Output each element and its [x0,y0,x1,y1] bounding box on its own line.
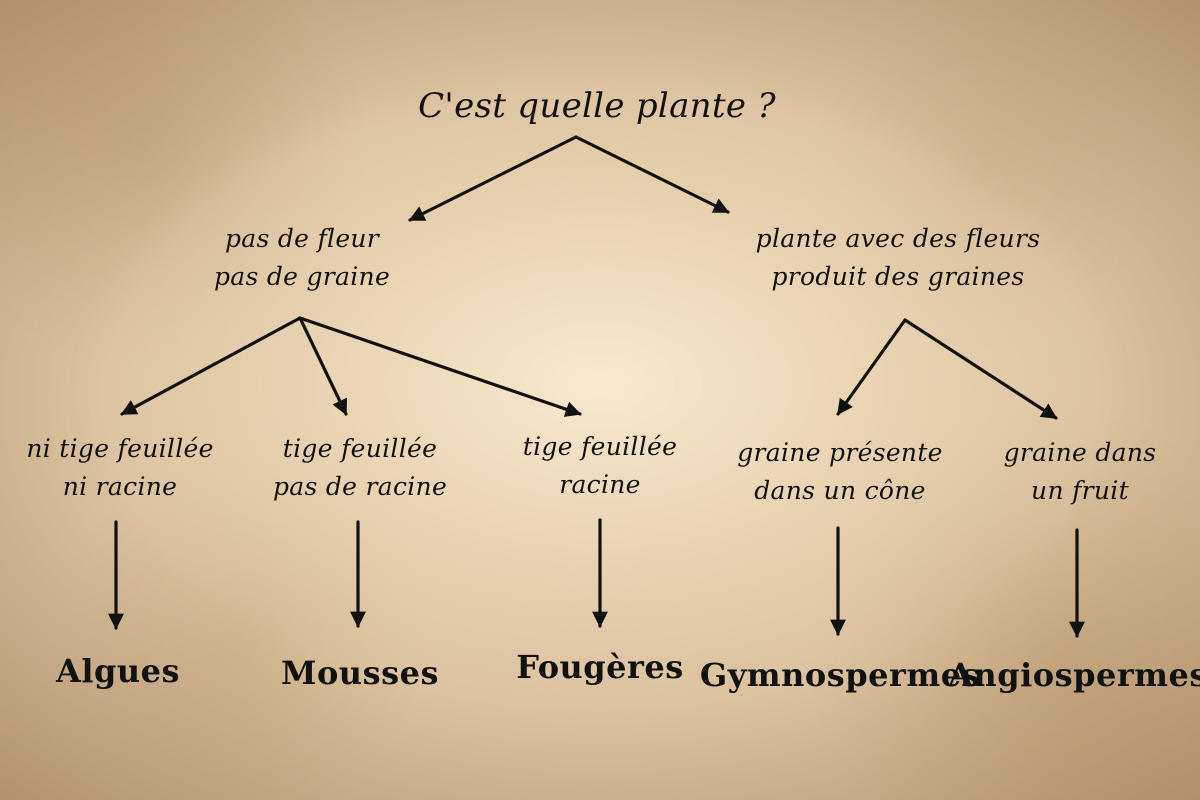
result-gymnospermes-text: Gymnospermes [699,656,981,694]
branch-no-flower-line2: pas de graine [213,262,391,291]
condition-moss: tige feuillée pas de racine [273,430,447,506]
condition-algae-line2: ni racine [62,472,178,501]
condition-gymno-line1: graine présente [737,438,943,467]
result-algues-text: Algues [56,652,180,690]
result-algues: Algues [56,650,180,692]
diagram-title-text: C'est quelle plante ? [418,86,776,126]
arrow-no-flower-to-moss-condition [298,316,348,416]
condition-algae: ni tige feuillée ni racine [26,430,213,506]
result-fougeres: Fougères [516,646,684,688]
condition-moss-line2: pas de racine [272,472,448,501]
branch-flower-line2: produit des graines [771,262,1025,291]
result-mousses-text: Mousses [281,654,439,692]
condition-algae-line1: ni tige feuillée [26,434,214,463]
result-angiospermes-text: Angiospermes [948,656,1200,694]
branch-flower-line1: plante avec des fleurs [755,224,1041,253]
diagram-title: C'est quelle plante ? [418,84,776,128]
condition-angio-line1: graine dans [1003,438,1157,467]
branch-flower: plante avec des fleurs produit des grain… [756,220,1041,296]
result-gymnospermes: Gymnospermes [700,654,980,696]
arrow-flower-to-gymno-condition [836,318,907,416]
condition-fern: tige feuillée racine [523,428,677,504]
result-angiospermes: Angiospermes [948,654,1200,696]
condition-gymno-line2: dans un cône [754,476,926,505]
condition-gymno: graine présente dans un cône [737,434,943,510]
condition-angio-line2: un fruit [1031,476,1129,505]
condition-fern-line2: racine [559,470,641,499]
condition-moss-line1: tige feuillée [282,434,438,463]
arrow-no-flower-to-fern-condition [298,316,582,417]
condition-fern-line1: tige feuillée [522,432,678,461]
result-mousses: Mousses [281,652,439,694]
branch-no-flower: pas de fleur pas de graine [214,220,390,296]
condition-angio: graine dans un fruit [1004,434,1157,510]
arrow-root-to-flower [574,135,730,214]
arrow-root-to-no-flower [408,135,578,222]
arrow-no-flower-to-algae-condition [120,316,302,416]
result-fougeres-text: Fougères [516,648,684,686]
branch-no-flower-line1: pas de fleur [224,224,380,253]
arrow-flower-to-angio-condition [903,318,1058,420]
